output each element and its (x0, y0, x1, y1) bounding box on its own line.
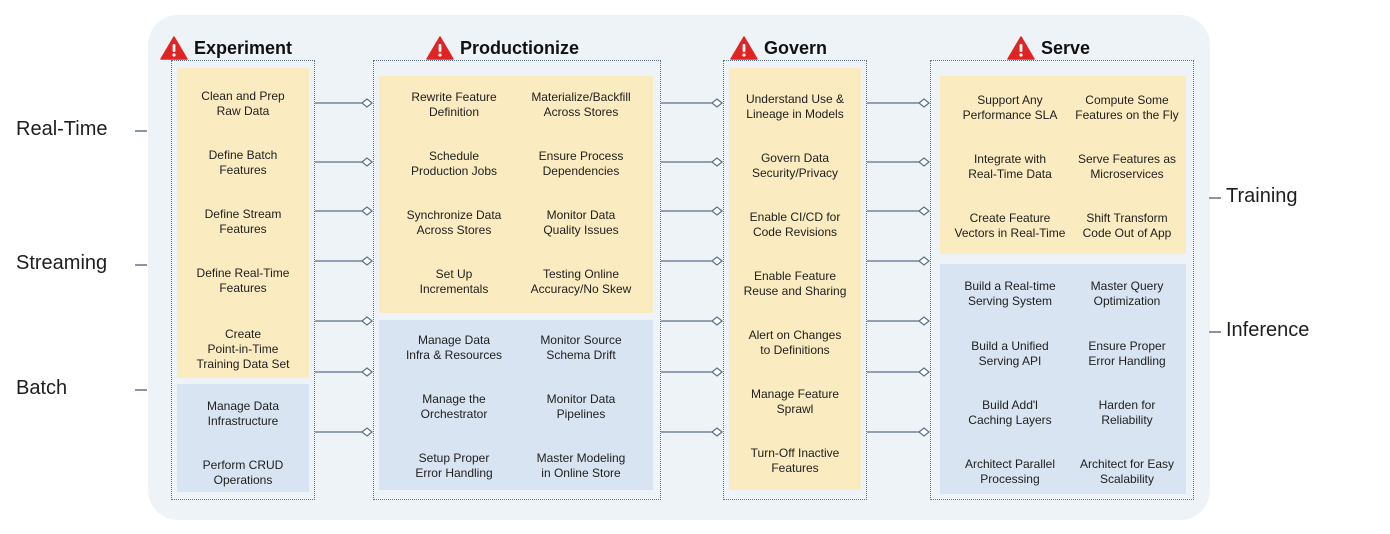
cell-govern-yellow: Understand Use & Lineage in Models (745, 92, 845, 121)
side-label-streaming: Streaming (16, 252, 108, 274)
cell-serve-yellow: Serve Features as Microservices (1077, 152, 1177, 181)
cell-serve-yellow: Shift Transform Code Out of App (1082, 211, 1172, 240)
warning-triangle-icon (1007, 36, 1035, 60)
cell-govern-yellow: Alert on Changes to Definitions (748, 328, 842, 357)
column-title-productionize: Productionize (426, 36, 579, 60)
serve-yellow-block (940, 76, 1186, 254)
cell-govern-yellow: Manage Feature Sprawl (750, 387, 840, 416)
cell-productionize-blue: Monitor Data Pipelines (546, 392, 616, 421)
cell-serve-blue: Master Query Optimization (1090, 279, 1164, 308)
serve-blue-block (940, 264, 1186, 494)
side-label-real-time: Real-Time (16, 118, 108, 140)
cell-experiment-blue: Manage Data Infrastructure (206, 399, 280, 428)
cell-serve-blue: Harden for Reliability (1098, 398, 1156, 427)
cell-productionize-blue: Manage the Orchestrator (420, 392, 488, 421)
cell-govern-yellow: Govern Data Security/Privacy (751, 151, 839, 180)
productionize-frame (373, 60, 661, 500)
cell-experiment-yellow: Define Real-Time Features (196, 266, 290, 295)
cell-serve-yellow: Integrate with Real-Time Data (968, 152, 1052, 181)
experiment-yellow-block (177, 68, 309, 378)
cell-govern-yellow: Enable Feature Reuse and Sharing (743, 269, 847, 298)
cell-serve-blue: Architect for Easy Scalability (1079, 457, 1175, 486)
warning-triangle-icon (160, 36, 188, 60)
cell-productionize-yellow: Ensure Process Dependencies (538, 149, 624, 178)
cell-govern-yellow: Enable CI/CD for Code Revisions (749, 210, 841, 239)
govern-frame (723, 60, 867, 500)
column-title-text: Experiment (194, 37, 293, 58)
column-title-govern: Govern (730, 36, 827, 60)
cell-serve-yellow: Create Feature Vectors in Real-Time (954, 211, 1066, 240)
cell-productionize-yellow: Rewrite Feature Definition (411, 90, 497, 119)
cell-productionize-yellow: Materialize/Backfill Across Stores (531, 90, 631, 119)
experiment-frame (171, 60, 315, 500)
cell-serve-blue: Ensure Proper Error Handling (1088, 339, 1166, 368)
warning-triangle-icon (730, 36, 758, 60)
warning-triangle-icon (426, 36, 454, 60)
side-label-inference: Inference (1226, 319, 1310, 341)
cell-productionize-blue: Setup Proper Error Handling (415, 451, 493, 480)
side-dash (1209, 197, 1221, 199)
cell-productionize-yellow: Schedule Production Jobs (410, 149, 498, 178)
cell-productionize-blue: Manage Data Infra & Resources (405, 333, 503, 362)
cell-govern-yellow: Turn-Off Inactive Features (750, 446, 840, 475)
cell-productionize-yellow: Testing Online Accuracy/No Skew (530, 267, 632, 296)
side-label-batch: Batch (16, 377, 68, 399)
cell-productionize-blue: Monitor Source Schema Drift (540, 333, 622, 362)
cell-experiment-yellow: Define Batch Features (208, 148, 278, 177)
cell-serve-blue: Build a Unified Serving API (971, 339, 1049, 368)
cell-productionize-yellow: Synchronize Data Across Stores (406, 208, 502, 237)
cell-productionize-yellow: Monitor Data Quality Issues (543, 208, 619, 237)
column-title-text: Productionize (460, 37, 580, 58)
cell-serve-yellow: Support Any Performance SLA (962, 93, 1058, 122)
productionize-yellow-block (379, 76, 653, 313)
cell-productionize-yellow: Set Up Incrementals (419, 267, 489, 296)
column-title-experiment: Experiment (160, 36, 292, 60)
side-dash (135, 264, 147, 266)
side-label-training: Training (1226, 185, 1298, 207)
cell-experiment-yellow: Clean and Prep Raw Data (201, 89, 285, 118)
experiment-blue-block (177, 384, 309, 492)
cell-experiment-blue: Perform CRUD Operations (202, 458, 284, 487)
serve-frame (930, 60, 1194, 500)
cell-serve-blue: Build a Real-time Serving System (964, 279, 1056, 308)
side-dash (135, 389, 147, 391)
side-dash (135, 130, 147, 132)
side-dash (1209, 331, 1221, 333)
cell-experiment-yellow: Create Point-in-Time Training Data Set (196, 326, 290, 371)
column-title-serve: Serve (1007, 36, 1090, 60)
govern-yellow-block (729, 68, 861, 490)
cell-productionize-blue: Master Modeling in Online Store (536, 451, 626, 480)
cell-serve-blue: Architect Parallel Processing (964, 457, 1056, 486)
column-title-text: Govern (764, 37, 828, 58)
cell-serve-yellow: Compute Some Features on the Fly (1075, 93, 1179, 122)
cell-serve-blue: Build Add'l Caching Layers (968, 398, 1052, 427)
cell-experiment-yellow: Define Stream Features (204, 207, 282, 236)
column-title-text: Serve (1041, 37, 1091, 58)
productionize-blue-block (379, 320, 653, 490)
